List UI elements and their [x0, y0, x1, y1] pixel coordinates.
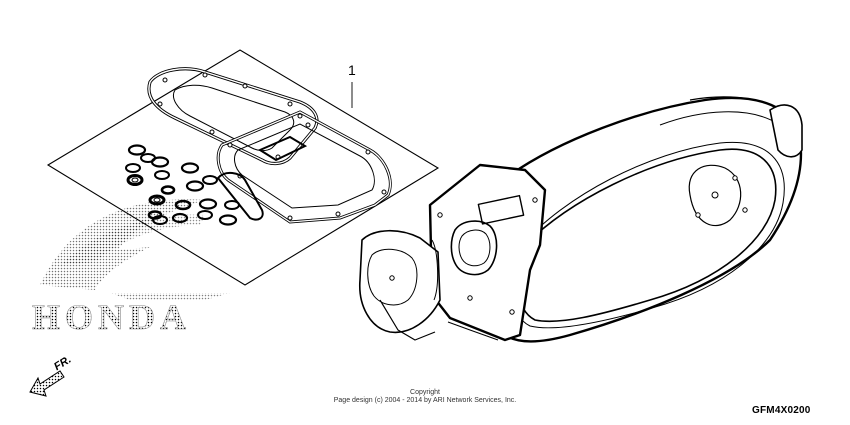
- engine-assembly: [359, 96, 803, 343]
- o-rings-and-seals: [125, 144, 240, 226]
- diagram-code: GFM4X0200: [752, 405, 811, 416]
- copyright-line-2: Page design (c) 2004 - 2014 by ARI Netwo…: [333, 397, 517, 404]
- cover-gasket: [216, 110, 392, 224]
- front-direction-arrow: [29, 370, 65, 397]
- gasket-kit-sheet: [46, 49, 440, 286]
- callout-number: 1: [348, 62, 356, 78]
- copyright-notice: Copyright Page design (c) 2004 - 2014 by…: [0, 389, 850, 405]
- honda-logo-text: HONDA: [32, 297, 191, 337]
- small-gasket: [216, 172, 264, 221]
- copyright-line-1: Copyright: [410, 389, 440, 396]
- honda-wing-logo: [40, 199, 230, 300]
